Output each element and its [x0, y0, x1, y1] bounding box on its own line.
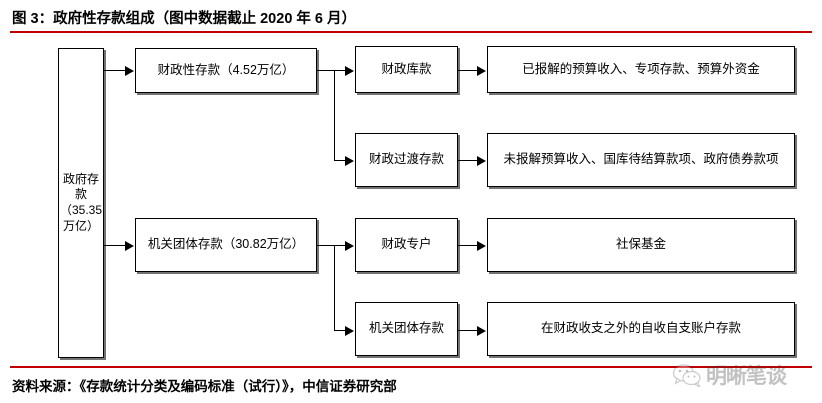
node-institutional-deposits-detail: 机关团体存款 — [355, 302, 458, 356]
node-fiscal-special-account: 财政专户 — [355, 218, 458, 272]
connector-fiscal-drop — [334, 70, 335, 160]
connector-treasury-to-desc — [458, 70, 478, 71]
arrowhead-institutional-to-special — [345, 240, 354, 251]
arrowhead-treasury-to-desc — [477, 65, 486, 76]
connector-root-to-institutional — [104, 245, 126, 246]
node-treasury-funds: 财政库款 — [355, 46, 458, 93]
node-fiscal-deposits: 财政性存款（4.52万亿） — [135, 48, 317, 93]
node-root-government-deposits: 政府存 款 （35.35 万亿） — [58, 48, 104, 358]
watermark: 明晰笔谈 — [672, 358, 814, 392]
watermark-text: 明晰笔谈 — [706, 365, 787, 388]
arrowhead-fiscal-to-transition — [345, 155, 354, 166]
arrowhead-fiscal-to-treasury — [345, 65, 354, 76]
connector-root-to-fiscal — [104, 70, 126, 71]
connector-fiscal-to-transition — [334, 160, 346, 161]
node-desc-social-security-fund: 社保基金 — [487, 218, 795, 272]
node-fiscal-transition-deposits: 财政过渡存款 — [355, 133, 458, 187]
connector-fiscal-stub — [317, 70, 346, 71]
connector-institutional-drop — [334, 245, 335, 330]
title-divider-rule — [10, 31, 812, 33]
node-institutional-deposits: 机关团体存款（30.82万亿） — [135, 218, 317, 272]
connector-institutional-stub — [317, 245, 346, 246]
arrowhead-institutional-to-detail — [345, 325, 354, 336]
connector-institutional-to-detail — [334, 330, 346, 331]
node-desc-reported-budget-revenue: 已报解的预算收入、专项存款、预算外资金 — [487, 46, 795, 93]
arrowhead-transition-to-desc — [477, 155, 486, 166]
node-desc-unreported-budget-revenue: 未报解预算收入、国库待结算款项、政府债券款项 — [487, 133, 795, 187]
node-desc-self-supporting-accounts: 在财政收支之外的自收自支账户存款 — [487, 302, 795, 356]
source-divider-rule — [10, 366, 812, 368]
arrowhead-root-to-fiscal — [125, 65, 134, 76]
connector-transition-to-desc — [458, 160, 478, 161]
arrowhead-special-to-desc — [477, 240, 486, 251]
figure-source: 资料来源：《存款统计分类及编码标准（试行）》，中信证券研究部 — [12, 379, 397, 394]
connector-special-to-desc — [458, 245, 478, 246]
arrowhead-root-to-institutional — [125, 240, 134, 251]
connector-detail-to-desc — [458, 330, 478, 331]
arrowhead-detail-to-desc — [477, 325, 486, 336]
figure-title: 图 3：政府性存款组成（图中数据截止 2020 年 6 月） — [12, 11, 357, 27]
